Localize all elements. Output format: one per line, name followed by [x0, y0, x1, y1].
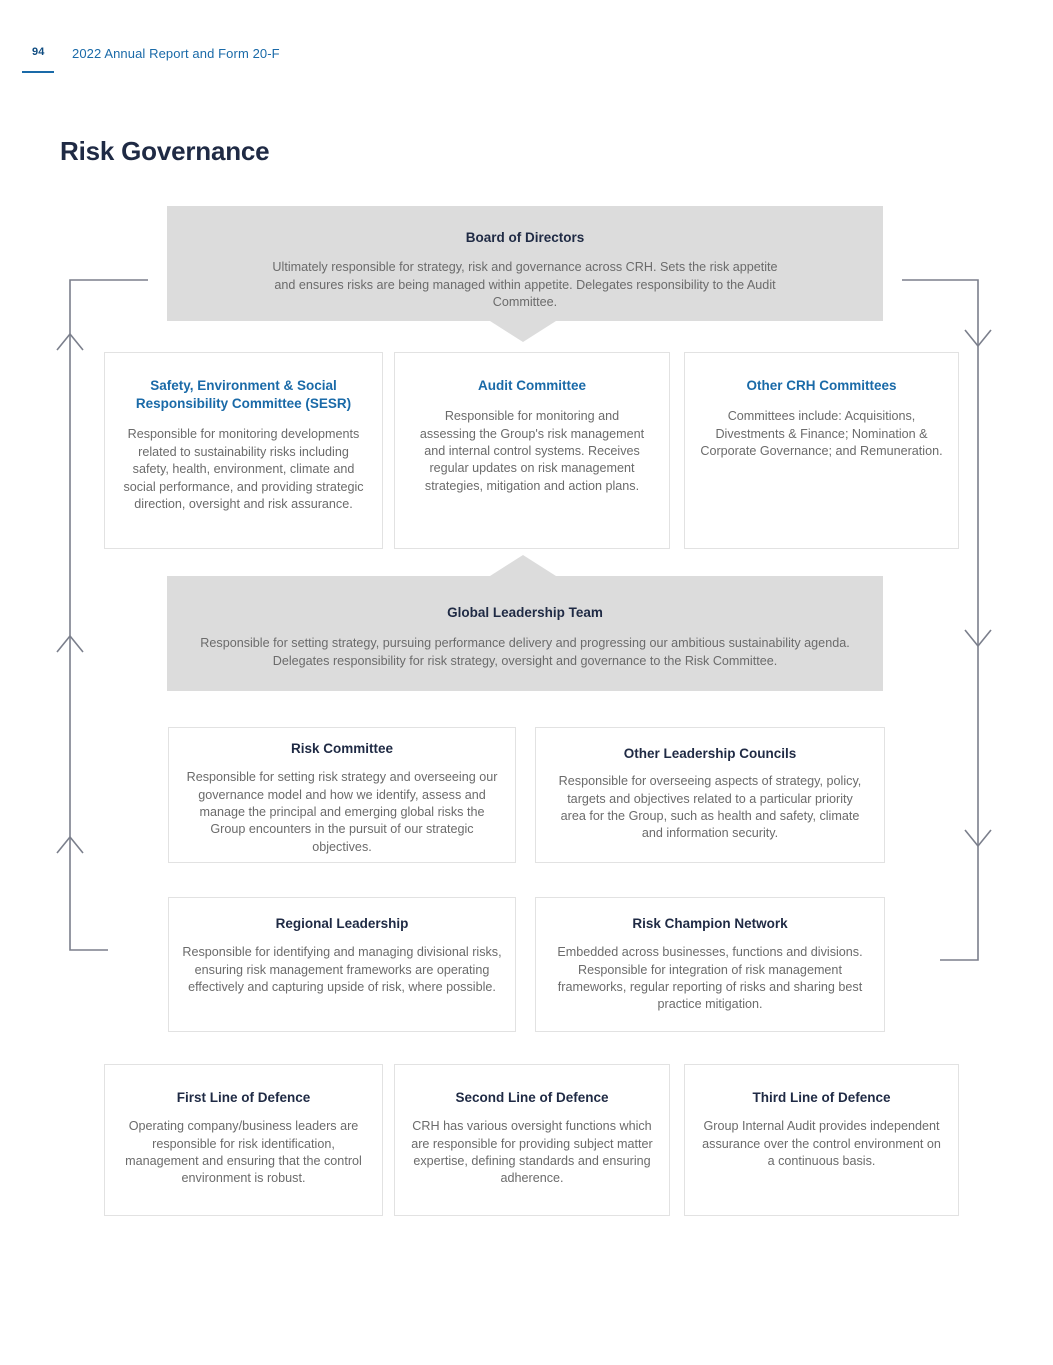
- node-risk-committee: Risk Committee Responsible for setting r…: [168, 727, 516, 863]
- line3-title: Third Line of Defence: [752, 1090, 891, 1105]
- node-second-line-of-defence: Second Line of Defence CRH has various o…: [394, 1064, 670, 1216]
- node-regional-leadership: Regional Leadership Responsible for iden…: [168, 897, 516, 1032]
- audit-body: Responsible for monitoring and assessing…: [419, 409, 645, 493]
- glt-title: Global Leadership Team: [447, 605, 603, 620]
- node-global-leadership-team: Global Leadership Team Responsible for s…: [167, 576, 883, 691]
- champion-title: Risk Champion Network: [632, 916, 788, 931]
- arrowhead-down-right-1: [964, 329, 992, 348]
- node-risk-champion-network: Risk Champion Network Embedded across bu…: [535, 897, 885, 1032]
- node-other-crh-committees: Other CRH Committees Committees include:…: [684, 352, 959, 549]
- chevron-down-icon-board: [490, 321, 556, 342]
- page-number: 94: [32, 46, 45, 58]
- node-sesr-committee: Safety, Environment & Social Responsibil…: [104, 352, 383, 549]
- risk-committee-title: Risk Committee: [290, 741, 394, 756]
- audit-title: Audit Committee: [478, 378, 586, 393]
- risk-committee-body: Responsible for setting risk strategy an…: [186, 770, 498, 854]
- node-first-line-of-defence: First Line of Defence Operating company/…: [104, 1064, 383, 1216]
- line2-title: Second Line of Defence: [455, 1090, 609, 1105]
- board-body: Ultimately responsible for strategy, ris…: [272, 260, 778, 309]
- node-other-leadership-councils: Other Leadership Councils Responsible fo…: [535, 727, 885, 863]
- board-title: Board of Directors: [465, 230, 585, 245]
- other-councils-body: Responsible for overseeing aspects of st…: [558, 774, 862, 841]
- sesr-body: Responsible for monitoring developments …: [123, 427, 364, 511]
- node-audit-committee: Audit Committee Responsible for monitori…: [394, 352, 670, 549]
- node-third-line-of-defence: Third Line of Defence Group Internal Aud…: [684, 1064, 959, 1216]
- header-rule: [22, 71, 54, 73]
- arrowhead-down-right-3: [964, 829, 992, 848]
- line3-body: Group Internal Audit provides independen…: [702, 1119, 941, 1168]
- glt-body: Responsible for setting strategy, pursui…: [200, 636, 850, 668]
- champion-body: Embedded across businesses, functions an…: [557, 945, 863, 1012]
- node-board-of-directors: Board of Directors Ultimately responsibl…: [167, 206, 883, 321]
- page-title: Risk Governance: [60, 136, 270, 166]
- line1-title: First Line of Defence: [176, 1090, 311, 1105]
- regional-body: Responsible for identifying and managing…: [182, 945, 502, 994]
- line2-body: CRH has various oversight functions whic…: [411, 1119, 653, 1186]
- line1-body: Operating company/business leaders are r…: [125, 1119, 362, 1186]
- other-councils-title: Other Leadership Councils: [623, 746, 797, 761]
- sesr-title: Safety, Environment & Social Responsibil…: [135, 378, 352, 412]
- regional-title: Regional Leadership: [275, 916, 409, 931]
- arrowhead-up-left-1: [56, 332, 84, 351]
- arrowhead-up-left-2: [56, 634, 84, 653]
- page-header: 94 2022 Annual Report and Form 20-F: [0, 46, 1053, 74]
- chevron-up-icon-glt: [490, 555, 556, 576]
- other-crh-body: Committees include: Acquisitions, Divest…: [700, 409, 943, 458]
- document-title: 2022 Annual Report and Form 20-F: [72, 46, 280, 61]
- other-crh-title: Other CRH Committees: [746, 378, 897, 393]
- arrowhead-down-right-2: [964, 629, 992, 648]
- arrowhead-up-left-3: [56, 835, 84, 854]
